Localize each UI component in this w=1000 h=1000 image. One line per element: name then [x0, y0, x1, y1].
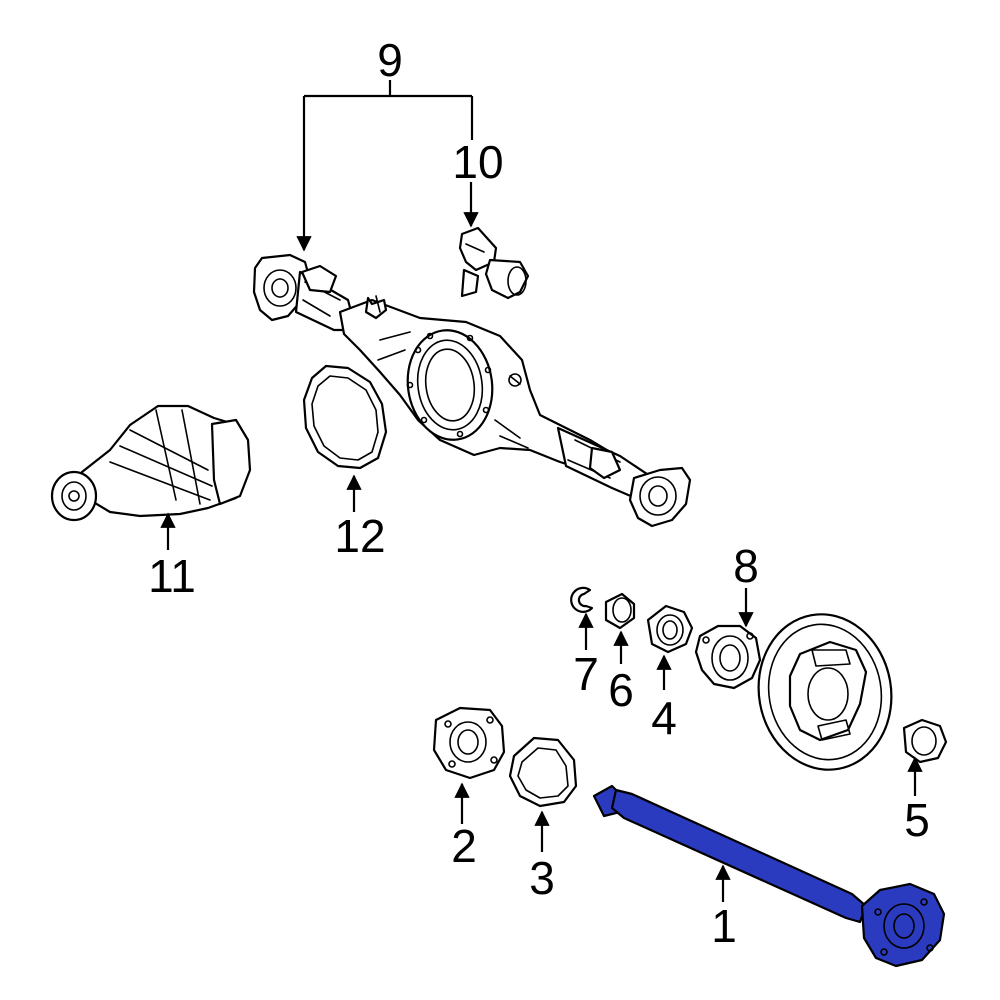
callout-5: 5: [904, 794, 930, 846]
bearing-retainer-gasket-part[interactable]: [508, 736, 578, 808]
callout-10: 10: [452, 136, 503, 188]
leader-9: [296, 80, 474, 252]
bearing-part[interactable]: [646, 604, 694, 654]
backing-plate-part[interactable]: [746, 604, 903, 781]
differential-part[interactable]: [50, 404, 252, 522]
inner-seal-part[interactable]: [604, 592, 636, 630]
callout-11: 11: [148, 550, 196, 602]
callout-3: 3: [529, 852, 555, 904]
callout-8: 8: [733, 540, 759, 592]
carrier-gasket-part[interactable]: [302, 364, 388, 470]
backing-plate-gasket-part[interactable]: [432, 706, 506, 780]
callout-6: 6: [608, 664, 634, 716]
callout-12: 12: [334, 510, 385, 562]
callout-1: 1: [711, 900, 737, 952]
callout-2: 2: [451, 820, 477, 872]
callout-4: 4: [651, 692, 677, 744]
callout-7: 7: [573, 648, 599, 700]
callout-9: 9: [377, 34, 403, 86]
axle-shaft-part[interactable]: [592, 784, 946, 968]
outer-seal-part[interactable]: [902, 718, 948, 764]
retainer-part[interactable]: [694, 624, 762, 690]
snap-ring-part[interactable]: [570, 586, 594, 613]
axle-housing-part[interactable]: [252, 253, 692, 528]
vent-bracket-part[interactable]: [458, 226, 530, 300]
